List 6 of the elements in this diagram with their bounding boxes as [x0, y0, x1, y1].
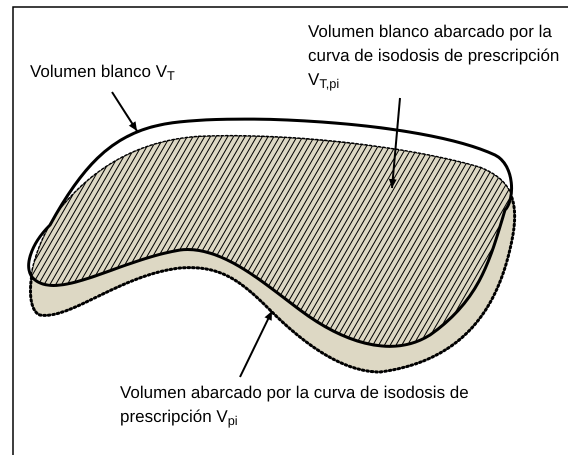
annotation-text: Volumen abarcado por la curva de isodosis de prescripción V$_{pi}$: [120, 382, 470, 429]
annotation-text: Volumen blanco V$_{T}$: [30, 61, 176, 84]
leader-arrow: [111, 91, 138, 132]
annotation-text: Volumen blanco abarcado por la curva de isodosis de prescripción V$_{T,pi}$: [308, 21, 560, 92]
leader-arrow: [388, 98, 401, 188]
leader-arrow: [239, 310, 273, 378]
